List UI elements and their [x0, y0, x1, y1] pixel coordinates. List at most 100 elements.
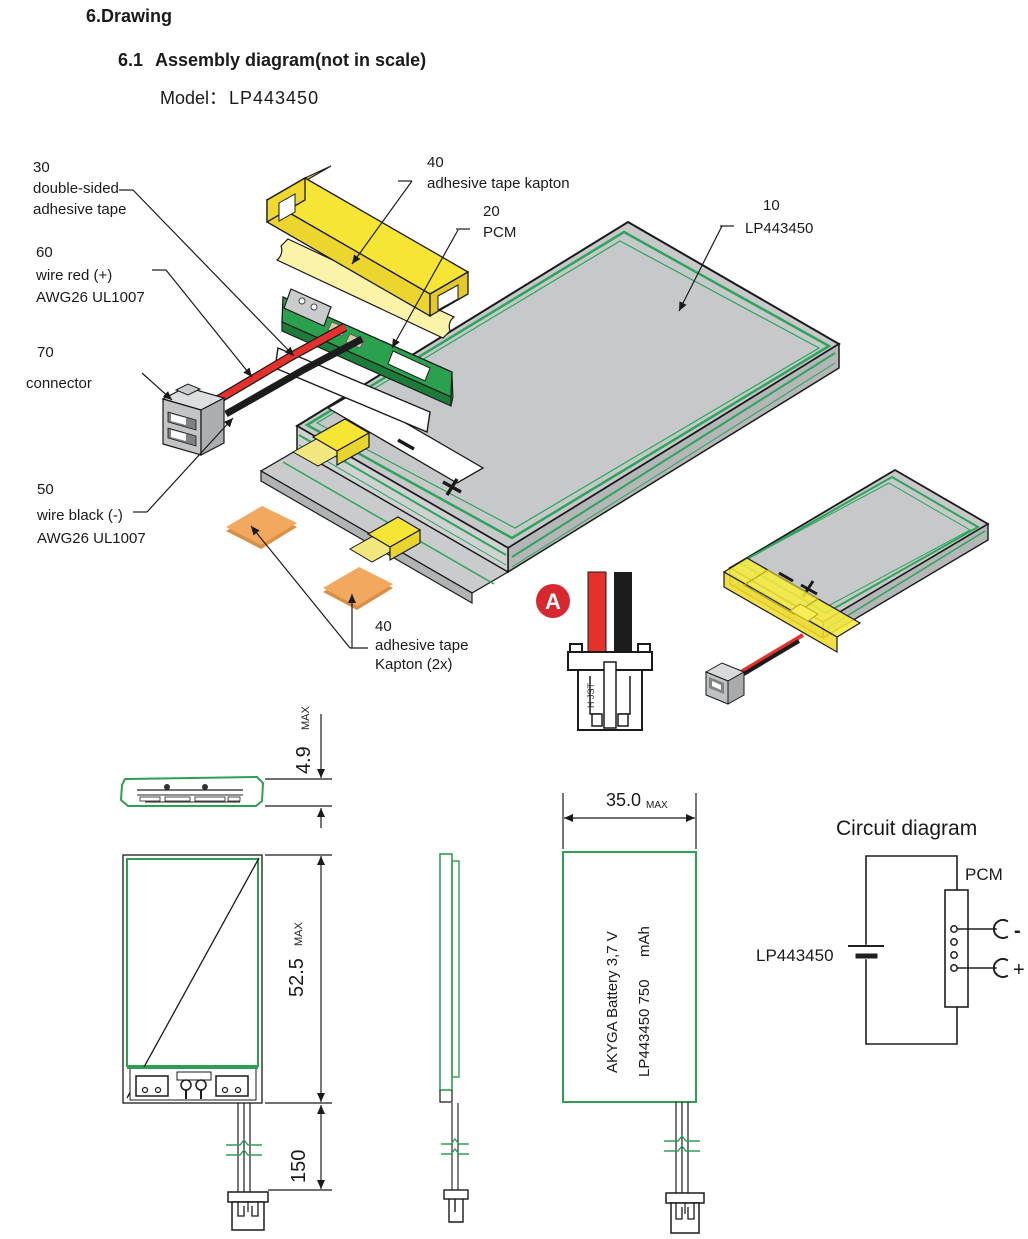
channel-left-notch — [278, 193, 296, 222]
asm-conn-right — [727, 671, 745, 705]
header: 6.Drawing 6.1 Assembly diagram(not in sc… — [86, 6, 426, 108]
profile-part-4 — [227, 796, 241, 802]
leader60 — [165, 269, 253, 378]
circuit-pcm-label: PCM — [965, 865, 1003, 884]
side-break-1 — [441, 1137, 469, 1145]
connector-latch — [174, 383, 202, 396]
profile-part-3 — [194, 796, 226, 802]
front-diagonal — [126, 857, 260, 1099]
socket-symbol-neg — [992, 919, 1009, 939]
subsection-title: Assembly diagram(not in scale) — [155, 50, 426, 70]
label10-l1: LP443450 — [745, 220, 813, 237]
asm-red-wire — [739, 633, 805, 674]
label60-l1: wire red (+) — [35, 267, 112, 284]
front-conn-flange — [227, 1191, 269, 1203]
profile-outline — [119, 775, 265, 807]
front-break-1 — [226, 1138, 262, 1146]
leader10 — [678, 225, 723, 312]
back-conn-flange — [665, 1192, 705, 1204]
dim-wire-length: 150 — [288, 1150, 310, 1183]
label70-l1: connector — [26, 375, 92, 392]
front-comp-r-hole2 — [234, 1086, 242, 1094]
dim-width-max: MAX — [646, 800, 668, 811]
side-slab — [439, 853, 453, 1091]
assembled-battery — [704, 468, 990, 705]
label40t-num: 40 — [427, 154, 444, 171]
back-outline — [562, 851, 697, 1103]
circuit-diagram: Circuit diagram LP443450 PCM - + — [756, 817, 1025, 1045]
tab-hole-1 — [298, 297, 306, 305]
leader30 — [132, 189, 295, 357]
side-break-2 — [441, 1147, 469, 1155]
leader70 — [141, 372, 173, 401]
dim-thickness: 4.9 — [293, 746, 315, 774]
side-lip — [451, 860, 460, 1078]
cell-stripe-4 — [298, 444, 507, 566]
front-pcm-strip — [129, 1067, 257, 1101]
profile-view: 4.9 MAX — [119, 706, 332, 828]
front-center-bracket — [176, 1071, 212, 1081]
front-comp-l-hole1 — [141, 1086, 149, 1094]
detail-conn-post — [603, 661, 617, 729]
profile-part-2 — [164, 796, 191, 802]
circuit-wiring — [848, 855, 1009, 1045]
dim-height-max: MAX — [293, 922, 305, 947]
detail-a: A H JST — [536, 571, 653, 731]
kapton-channel — [265, 165, 470, 318]
leader40b-1 — [250, 525, 351, 649]
leader-lines — [119, 180, 734, 649]
detail-conn-marking: H JST — [586, 682, 596, 708]
pcm-pin-2 — [950, 938, 958, 946]
cell-stripe-1 — [511, 352, 836, 558]
print-unit: mAh — [636, 926, 653, 957]
asm-connector — [704, 662, 746, 705]
kapton-patches — [226, 506, 393, 610]
channel-right-notch — [437, 284, 459, 311]
tab-hole-2 — [310, 303, 318, 311]
connector-cavity-2-inner — [171, 430, 186, 441]
pcm-pin-4 — [950, 964, 958, 972]
pcm-box — [944, 889, 969, 1008]
tab2-front — [389, 528, 421, 562]
detail-conn-notch-r — [617, 713, 629, 727]
pcm-board — [281, 288, 454, 407]
detail-red-wire — [587, 571, 607, 661]
dim-thickness-max: MAX — [300, 706, 312, 731]
circuit-pos-sign: + — [1013, 959, 1025, 981]
side-foot — [439, 1090, 453, 1103]
back-break-2 — [664, 1144, 700, 1152]
circuit-wire-bottom — [865, 959, 958, 1045]
detail-a-badge — [536, 584, 570, 618]
pcm-nickel-tab — [283, 288, 332, 327]
connector-70 — [161, 383, 226, 456]
detail-black-wire — [614, 572, 632, 660]
leader20 — [391, 229, 459, 349]
pcm-cutout — [387, 350, 431, 382]
cell-tape-patch — [326, 392, 485, 484]
label30-l2: adhesive tape — [33, 201, 126, 218]
connector-cavity-1-inner — [171, 414, 186, 425]
pcm-pin-1 — [950, 925, 958, 933]
asm-wrap-detail-3 — [751, 588, 807, 621]
asm-wrap-detail-1 — [742, 569, 820, 615]
front-comp-left — [135, 1075, 169, 1097]
exploded-labels: 30 double-sided adhesive tape 40 adhesiv… — [26, 154, 813, 673]
battery-cell — [259, 220, 841, 605]
profile-dot-1 — [164, 784, 170, 790]
front-conn-slots — [237, 1202, 259, 1217]
detail-a-letter: A — [545, 589, 561, 614]
cell-minus-mark — [397, 438, 415, 451]
asm-minus-mark — [778, 571, 794, 583]
exploded-assembly: 30 double-sided adhesive tape 40 adhesiv… — [26, 154, 841, 673]
back-conn-slots — [675, 1203, 695, 1220]
back-view: 35.0 MAX AKYGA Battery 3,7 V LP443450 75… — [562, 790, 705, 1234]
profile-part-1 — [139, 796, 161, 802]
patch1 — [226, 506, 297, 545]
circuit-title: Circuit diagram — [836, 817, 977, 840]
kapton-tape-flat — [275, 238, 456, 339]
tab-tapes — [291, 418, 422, 563]
side-conn-body — [448, 1199, 464, 1223]
label40b-l1: adhesive tape — [375, 637, 468, 654]
model-label: Model： — [160, 88, 227, 108]
pcm-pin-3 — [950, 951, 958, 959]
